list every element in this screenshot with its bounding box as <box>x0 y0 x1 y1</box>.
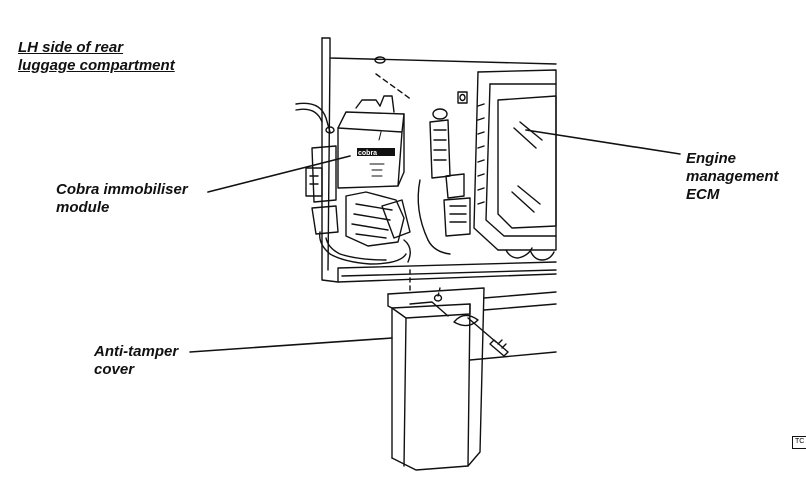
reference-code-box: TC <box>792 436 806 449</box>
ecm-leader <box>525 129 681 155</box>
wiring-harness <box>295 102 471 265</box>
cover-leader <box>189 337 393 353</box>
anti-tamper-cover-label: Anti-tamper cover <box>94 343 179 378</box>
background-structure <box>469 291 557 361</box>
immobiliser-module: cobra <box>337 95 405 189</box>
leader-lines <box>189 129 681 353</box>
mounting-panel <box>321 37 557 283</box>
anti-tamper-cover <box>387 269 509 471</box>
module-brand-text: cobra <box>358 150 377 157</box>
ecm-label: Engine management ECM <box>686 150 779 203</box>
title-line-1: LH side of rear <box>18 39 124 56</box>
title-line-2: luggage compartment <box>18 57 175 74</box>
ecm-unit <box>473 69 557 261</box>
immobiliser-leader <box>207 155 351 193</box>
diagram-title: LH side of rear luggage compartment <box>18 39 175 75</box>
immobiliser-module-label: Cobra immobiliser module <box>56 181 188 216</box>
